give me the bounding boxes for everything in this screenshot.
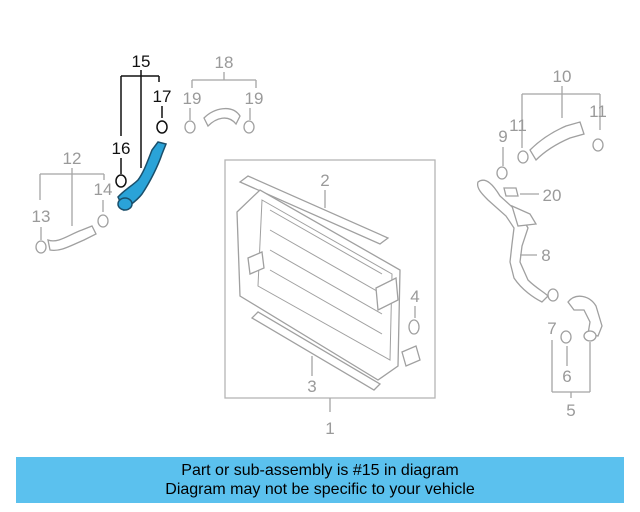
callout-19b: 19 bbox=[245, 89, 264, 108]
hose-18-group: 18 19 19 bbox=[183, 53, 264, 134]
clamp-14 bbox=[97, 214, 109, 228]
pipe-bracket bbox=[510, 204, 538, 227]
clamp-17 bbox=[156, 120, 168, 134]
pipe-8 bbox=[476, 179, 549, 303]
pipe-8-group: 9 20 8 bbox=[476, 127, 562, 303]
hose-5 bbox=[567, 295, 603, 337]
top-seal-strip bbox=[238, 175, 390, 245]
intercooler-connector bbox=[401, 345, 421, 367]
hose-18 bbox=[203, 108, 241, 128]
hose-15-group: 15 17 16 bbox=[112, 52, 172, 212]
callout-13: 13 bbox=[32, 207, 51, 226]
clamp-19b bbox=[243, 120, 255, 134]
callout-9: 9 bbox=[498, 127, 507, 146]
callout-6: 6 bbox=[562, 367, 571, 386]
leader-18 bbox=[191, 72, 257, 88]
leader-19 bbox=[189, 108, 251, 120]
clamp-pipe-8 bbox=[547, 288, 559, 302]
hose-5-group: 7 6 5 bbox=[547, 295, 603, 420]
callout-11b: 11 bbox=[589, 102, 607, 121]
clamp-13 bbox=[35, 240, 47, 254]
hose-12 bbox=[47, 225, 97, 252]
callout-7: 7 bbox=[547, 319, 556, 338]
clamp-19a bbox=[184, 120, 196, 134]
callout-5: 5 bbox=[566, 401, 575, 420]
callout-1: 1 bbox=[325, 419, 334, 438]
callout-17: 17 bbox=[153, 87, 172, 106]
callout-20: 20 bbox=[543, 186, 562, 205]
callout-15: 15 bbox=[132, 52, 151, 71]
banner-line-1: Part or sub-assembly is #15 in diagram bbox=[181, 462, 459, 479]
clamp-11b bbox=[592, 138, 604, 152]
callout-2: 2 bbox=[320, 171, 329, 190]
clamp-7 bbox=[560, 330, 572, 344]
callout-18: 18 bbox=[215, 53, 234, 72]
core-fin-lines bbox=[269, 209, 383, 335]
callout-10: 10 bbox=[553, 67, 572, 86]
callout-4: 4 bbox=[410, 287, 419, 306]
clamp-4 bbox=[408, 319, 420, 335]
intercooler-inlet bbox=[247, 251, 265, 275]
clamp-9 bbox=[496, 166, 508, 180]
leader-12 bbox=[39, 168, 105, 226]
callout-8: 8 bbox=[541, 246, 550, 265]
clamp-11a bbox=[517, 150, 529, 164]
leader-15 bbox=[120, 70, 160, 168]
banner-line-2: Diagram may not be specific to your vehi… bbox=[165, 481, 475, 498]
callout-12: 12 bbox=[63, 149, 82, 168]
leader-10 bbox=[521, 86, 601, 148]
callout-19a: 19 bbox=[183, 89, 202, 108]
callout-3: 3 bbox=[307, 377, 316, 396]
sensor-20 bbox=[503, 187, 519, 197]
intercooler-outlet bbox=[375, 276, 399, 312]
hose-12-group: 12 14 13 bbox=[32, 149, 113, 254]
clamp-16 bbox=[115, 174, 127, 188]
clamp-5 bbox=[583, 330, 597, 342]
intercooler-core bbox=[236, 189, 401, 381]
hose-15-highlighted bbox=[117, 141, 168, 212]
bottom-seal-strip bbox=[250, 311, 382, 391]
hose-10 bbox=[529, 121, 585, 162]
info-banner: Part or sub-assembly is #15 in diagram D… bbox=[16, 457, 624, 503]
intercooler-group: 2 4 3 1 bbox=[224, 159, 436, 438]
callout-14: 14 bbox=[94, 180, 113, 199]
callout-11a: 11 bbox=[509, 116, 527, 135]
hose-15-end bbox=[117, 197, 133, 211]
callout-16: 16 bbox=[112, 139, 131, 158]
hose-10-group: 10 11 11 bbox=[509, 67, 607, 164]
